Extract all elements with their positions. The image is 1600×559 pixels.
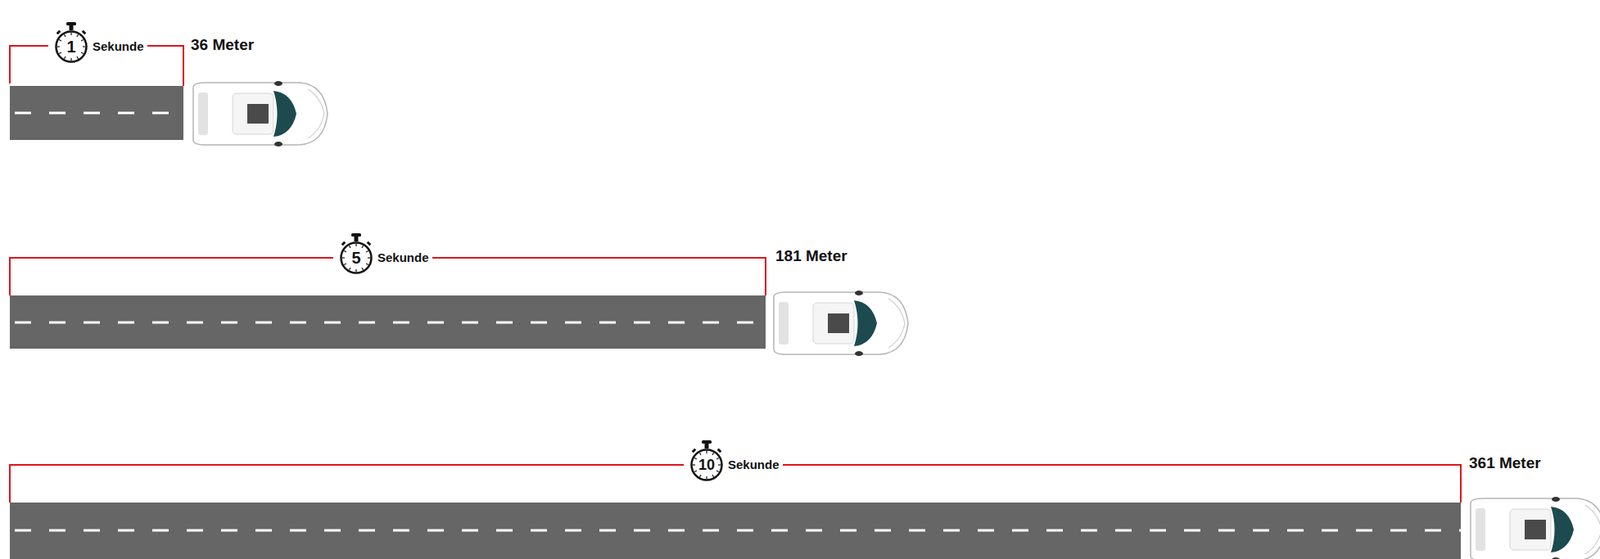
stopwatch-tick	[349, 245, 352, 249]
stopwatch-button	[81, 30, 87, 36]
stopwatch-tick	[58, 52, 62, 55]
stopwatch-tick	[361, 267, 364, 271]
stopwatch-tick	[355, 269, 357, 272]
car	[1470, 497, 1600, 559]
stopwatch-node: 10Sekunde	[690, 448, 724, 482]
stopwatch-button	[717, 448, 723, 454]
stopwatch-tick	[694, 470, 697, 473]
stopwatch-button	[366, 241, 372, 247]
seconds-unit: Sekunde	[724, 457, 783, 472]
seconds-unit: Sekunde	[374, 250, 433, 265]
seconds-number: 1	[54, 30, 88, 64]
stopwatch-stem	[354, 236, 359, 242]
stopwatch-button	[691, 448, 697, 454]
stopwatch-tick	[718, 464, 721, 466]
road	[9, 85, 184, 141]
stopwatch-knob	[701, 440, 712, 444]
stopwatch-tick	[366, 251, 369, 254]
stopwatch-tick	[705, 451, 707, 454]
road	[9, 502, 1461, 559]
stopwatch-button	[341, 241, 347, 247]
stopwatch-tick	[712, 474, 715, 478]
seconds-unit: Sekunde	[89, 39, 148, 54]
seconds-number: 5	[339, 241, 373, 275]
stopwatch-tick	[700, 474, 702, 478]
stopwatch-tick	[716, 470, 719, 473]
stopwatch-stem	[705, 443, 710, 449]
car	[773, 290, 909, 357]
stopwatch-tick	[82, 45, 86, 47]
stopwatch-tick	[76, 34, 79, 37]
stopwatch-tick	[76, 56, 79, 59]
stopwatch-tick	[81, 40, 84, 42]
stopwatch-button	[56, 30, 62, 36]
stopwatch-tick	[700, 452, 702, 456]
stopwatch-tick	[64, 34, 67, 37]
stopwatch-tick	[367, 257, 371, 258]
stopwatch-tick	[712, 452, 715, 456]
stopwatch-knob	[351, 233, 362, 237]
stopwatch-tick	[343, 251, 347, 254]
stopwatch-tick	[58, 40, 62, 42]
lane-marking	[14, 321, 766, 325]
lane-marking	[14, 529, 1461, 533]
road	[9, 295, 766, 349]
stopwatch-knob	[66, 22, 77, 26]
stopwatch-tick	[343, 263, 347, 266]
stopwatch-tick	[342, 257, 345, 258]
stopwatch-tick	[81, 52, 84, 55]
stopwatch-tick	[57, 45, 60, 47]
lane-marking	[14, 112, 184, 115]
stopwatch-tick	[349, 267, 352, 271]
background	[683, 438, 730, 487]
stopwatch-node: 5Sekunde	[339, 241, 373, 275]
background	[333, 231, 380, 280]
car	[193, 81, 328, 147]
stopwatch-tick	[694, 458, 697, 461]
background	[48, 20, 95, 68]
stopwatch-tick	[705, 476, 707, 480]
stopwatch-stem	[69, 25, 74, 31]
stopwatch-tick	[70, 58, 72, 61]
distance-label: 36 Meter	[190, 36, 254, 55]
seconds-number: 10	[690, 448, 724, 482]
stopwatch-tick	[70, 32, 72, 36]
distance-label: 181 Meter	[775, 247, 848, 266]
stopwatch-tick	[64, 56, 67, 59]
distance-label: 361 Meter	[1468, 454, 1542, 473]
stopwatch-tick	[361, 245, 364, 249]
stopwatch-tick	[716, 458, 719, 461]
stopwatch-node: 1Sekunde	[54, 30, 88, 64]
stopwatch-tick	[366, 263, 369, 266]
stopwatch-tick	[692, 464, 696, 466]
stopwatch-tick	[355, 244, 357, 247]
